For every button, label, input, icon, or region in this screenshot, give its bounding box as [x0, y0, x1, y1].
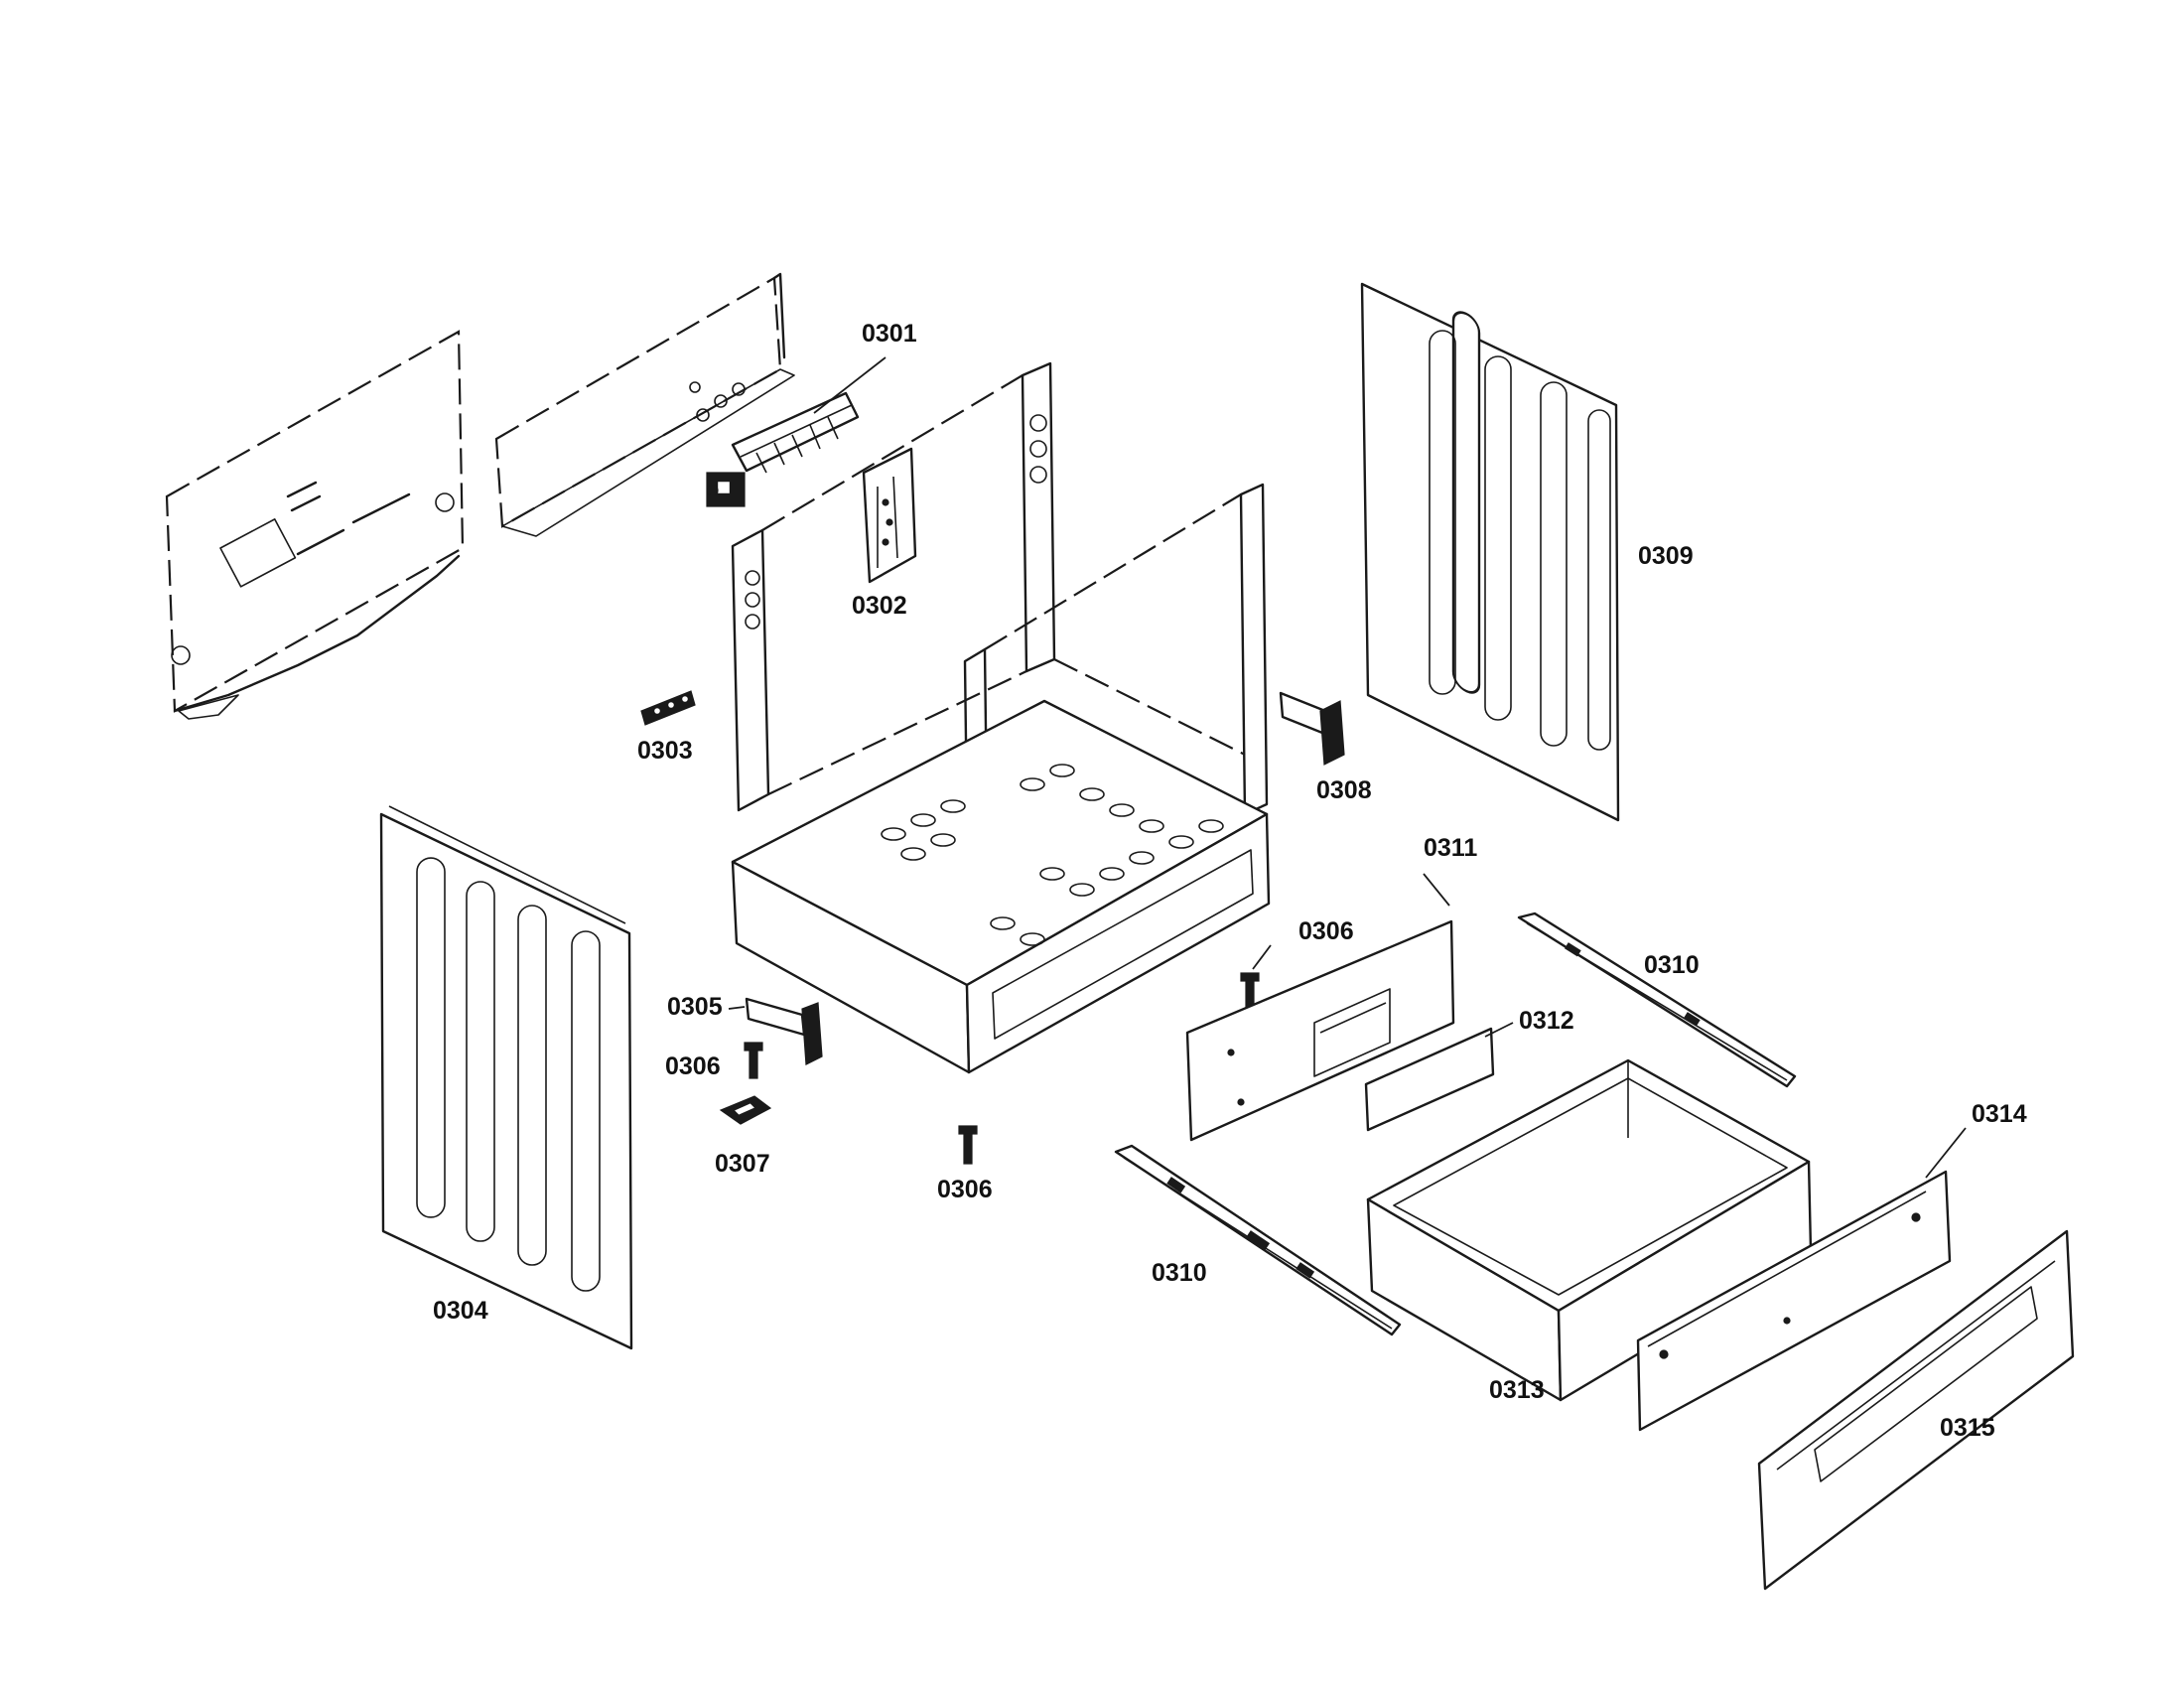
callout-0307: 0307	[715, 1150, 770, 1178]
screw-bottom	[958, 1125, 978, 1165]
callout-0309: 0309	[1638, 542, 1694, 570]
drawer-box	[1366, 1058, 1813, 1402]
callout-labels: 0301 0302 0303 0304 0305 0306 0306 0306 …	[433, 320, 2027, 1442]
callout-0312: 0312	[1519, 1007, 1574, 1035]
callout-0302: 0302	[852, 592, 907, 620]
rear-cross-panel	[494, 272, 795, 537]
drawer-front-panel	[1757, 1229, 2075, 1591]
callout-0303: 0303	[637, 737, 693, 765]
callout-0305: 0305	[667, 993, 723, 1021]
side-panel-right	[1360, 282, 1620, 822]
control-board	[862, 447, 917, 584]
bracket-left	[745, 997, 823, 1065]
callout-0314: 0314	[1972, 1100, 2027, 1128]
callout-0306-left: 0306	[665, 1052, 721, 1080]
callout-0313: 0313	[1489, 1376, 1545, 1404]
callout-0306-right: 0306	[1298, 917, 1354, 945]
callout-0310-left: 0310	[1152, 1259, 1207, 1287]
leader-lines	[728, 356, 1967, 1179]
callout-0306-bottom: 0306	[937, 1176, 993, 1203]
terminal-block	[640, 690, 696, 726]
side-panel-left	[379, 805, 633, 1350]
insulation-plate	[1364, 1027, 1495, 1132]
drawer-slide-left	[1114, 1144, 1402, 1336]
callout-0310-right: 0310	[1644, 951, 1700, 979]
clip	[719, 1095, 772, 1125]
blower-fan	[706, 391, 860, 507]
base-tray	[731, 699, 1271, 1074]
tray-holes	[881, 764, 1224, 946]
callout-0311: 0311	[1424, 834, 1477, 862]
callout-0308: 0308	[1316, 776, 1372, 804]
bracket-right	[1279, 691, 1345, 766]
drawer-support-panel	[1185, 919, 1455, 1142]
rear-panel	[165, 330, 465, 720]
callout-0301: 0301	[862, 320, 917, 348]
drawer-front-inner	[1636, 1170, 1952, 1432]
screw-left	[744, 1042, 763, 1079]
callout-0304: 0304	[433, 1297, 488, 1325]
drawer-slide-right	[1517, 912, 1797, 1088]
callout-0315: 0315	[1940, 1414, 1995, 1442]
